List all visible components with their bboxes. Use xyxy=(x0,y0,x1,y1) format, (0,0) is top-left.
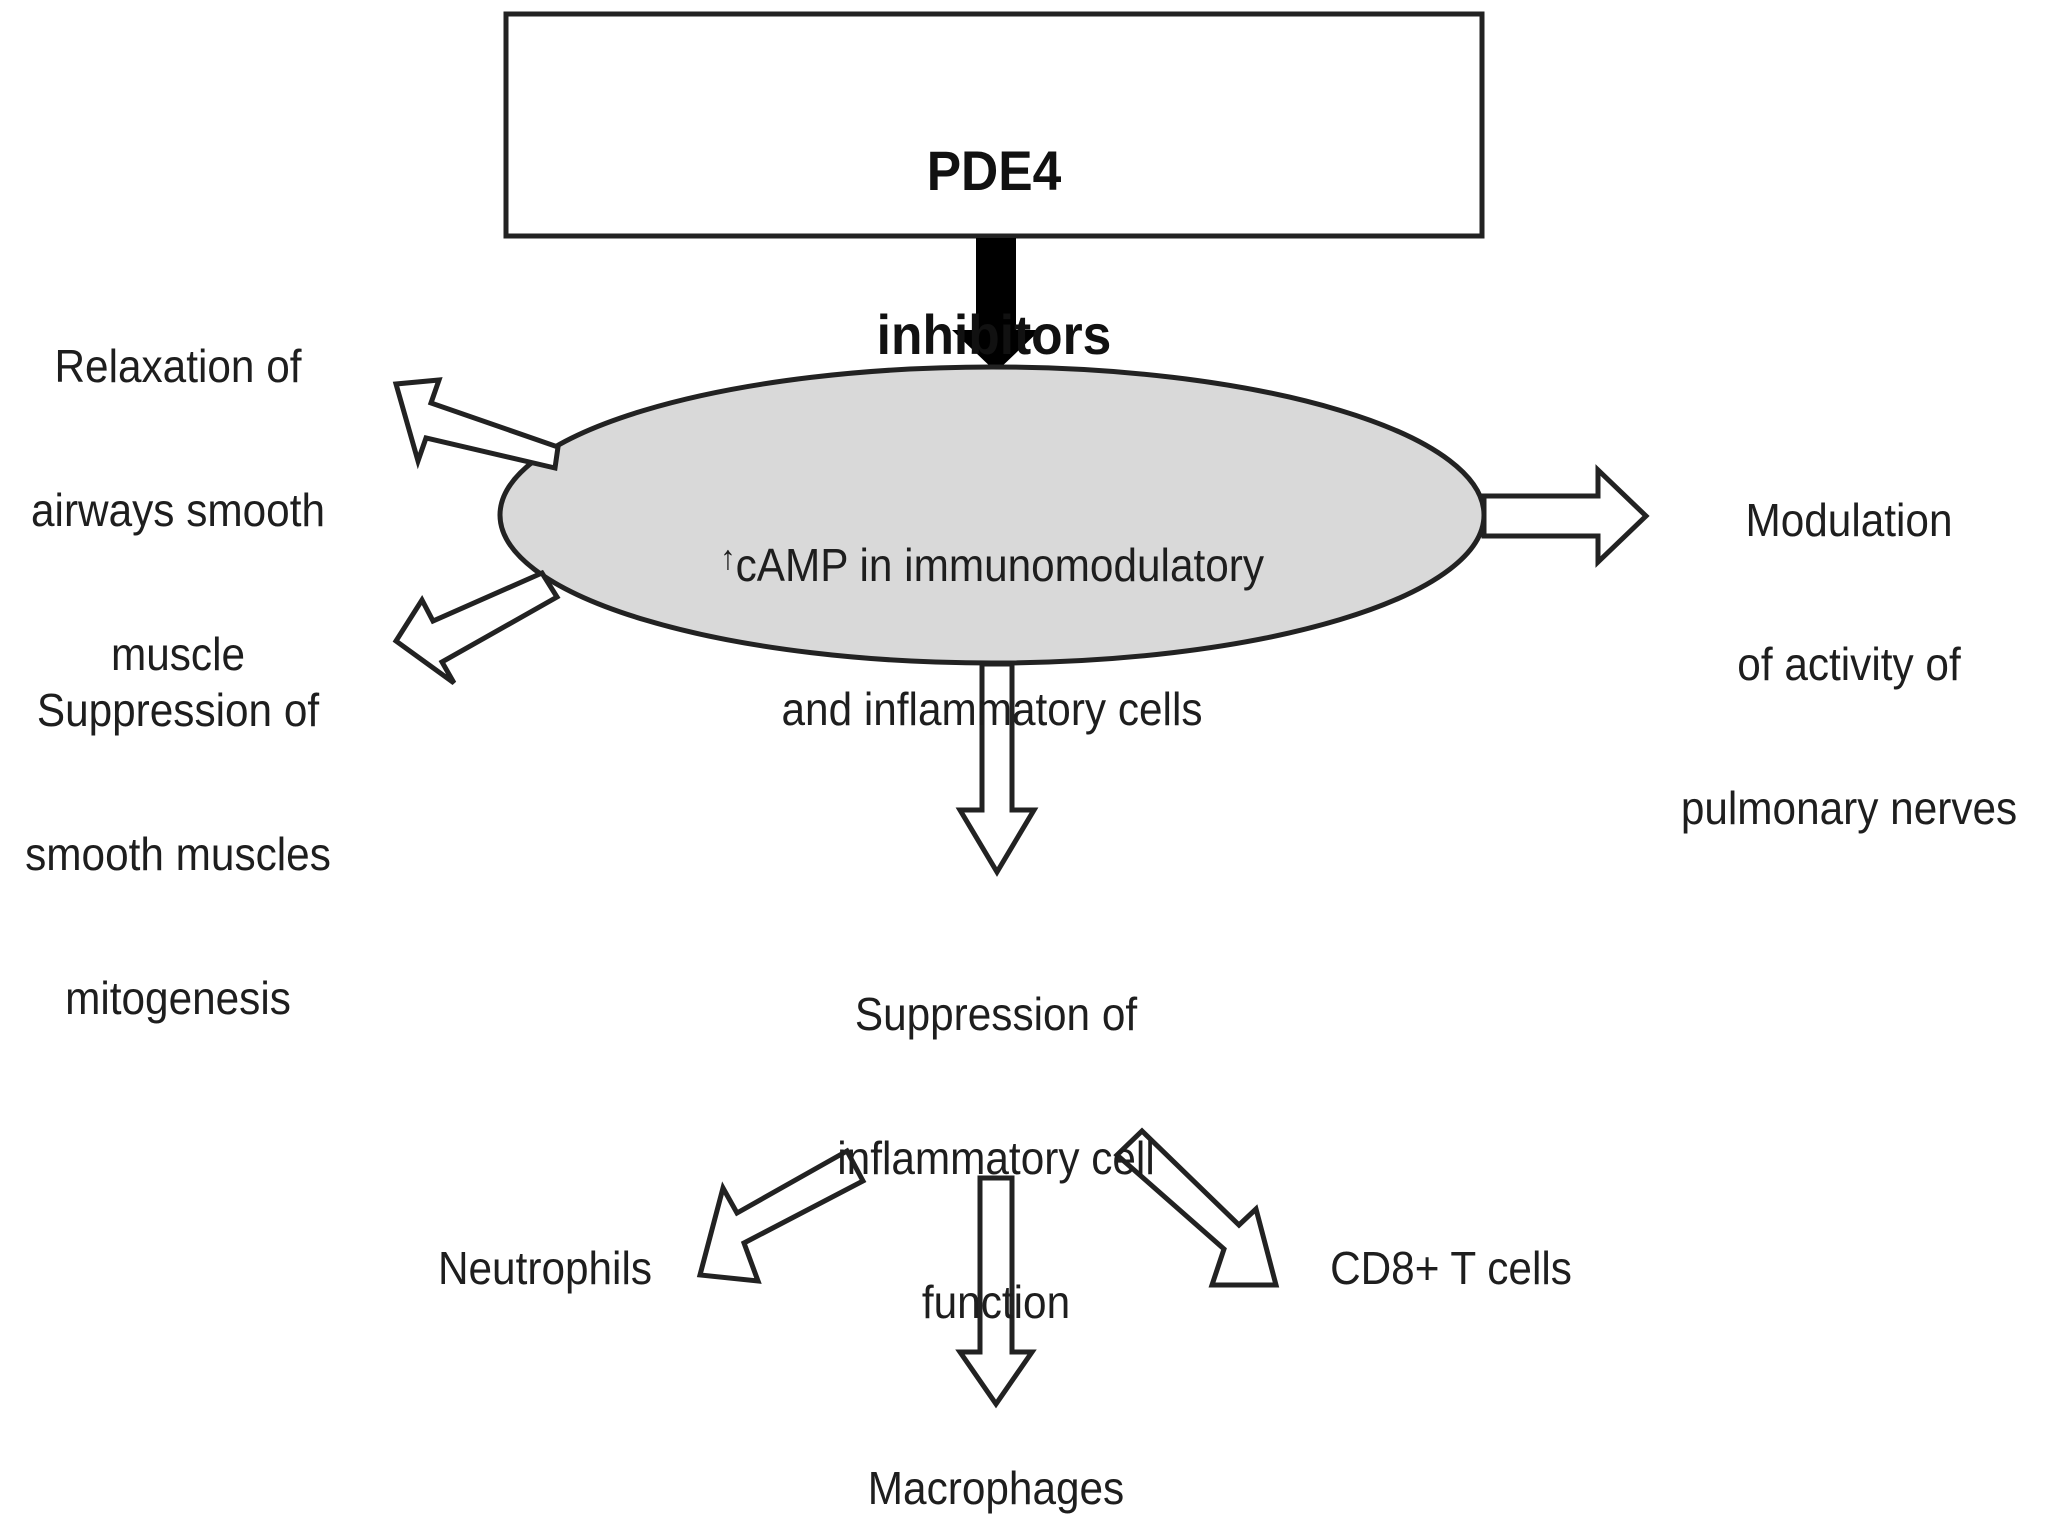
ellipse-label-line2: and inflammatory cells xyxy=(781,683,1203,735)
arrow-to-relaxation xyxy=(392,377,561,472)
relaxation-label: Relaxation of airways smooth muscle xyxy=(31,340,325,680)
ellipse-label: ↑cAMP in immunomodulatory and inflammato… xyxy=(642,450,1341,817)
box-title-line2: inhibitors xyxy=(876,303,1112,366)
cd8-t-cells-label: CD8+ T cells xyxy=(1330,1242,1572,1294)
arrow-to-inflammatory-suppression xyxy=(955,661,1039,877)
arrow-to-pulmonary-nerves xyxy=(1481,464,1650,568)
macrophages-label: Macrophages xyxy=(867,1462,1125,1514)
box-title-line1: PDE4 xyxy=(926,139,1062,202)
arrow-to-macrophages xyxy=(955,1175,1037,1409)
inhibitors-box xyxy=(503,11,1485,239)
arrow-to-neutrophils xyxy=(696,1147,867,1284)
neutrophils-label: Neutrophils xyxy=(437,1242,653,1294)
pulmonary-nerves-label: Modulation of activity of pulmonary nerv… xyxy=(1680,494,2018,834)
up-arrow-icon: ↑ xyxy=(719,539,736,577)
ellipse-label-line1: ↑cAMP in immunomodulatory xyxy=(719,539,1265,591)
arrow-to-mitogenesis xyxy=(392,569,561,686)
solid-down-arrow xyxy=(952,238,1040,372)
mitogenesis-label: Suppression of smooth muscles mitogenesi… xyxy=(25,684,331,1024)
arrow-to-cd8-t-cells xyxy=(1113,1127,1280,1288)
inflammatory-suppression-label: Suppression of inflammatory cell functio… xyxy=(837,988,1155,1328)
inhibitors-box-title: PDE4 inhibitors xyxy=(757,48,1232,458)
